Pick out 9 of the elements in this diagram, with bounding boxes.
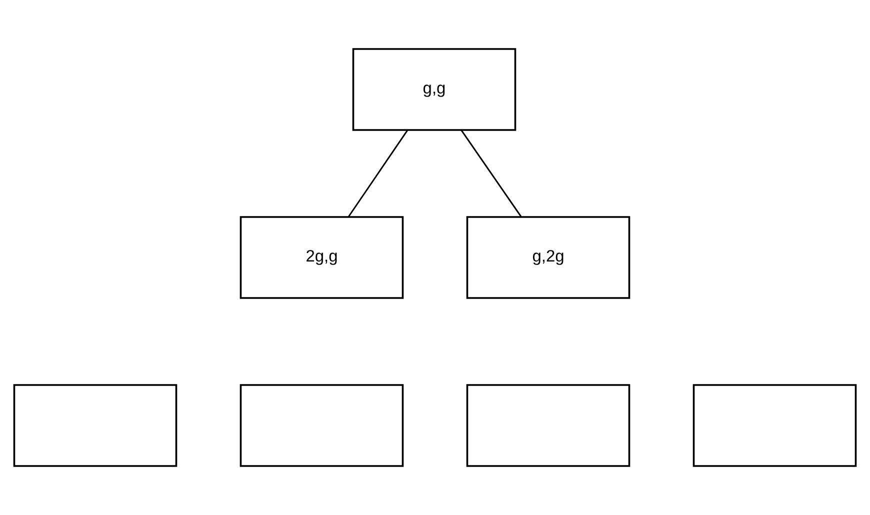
connector [348, 130, 408, 218]
node-box [466, 384, 630, 467]
node-box: g,g [352, 48, 516, 131]
node-box [13, 384, 178, 467]
node-box [240, 384, 404, 467]
connector [460, 130, 522, 218]
node-box: g,2g [466, 216, 630, 299]
node-box [692, 384, 857, 467]
node-box: 2g,g [240, 216, 404, 299]
